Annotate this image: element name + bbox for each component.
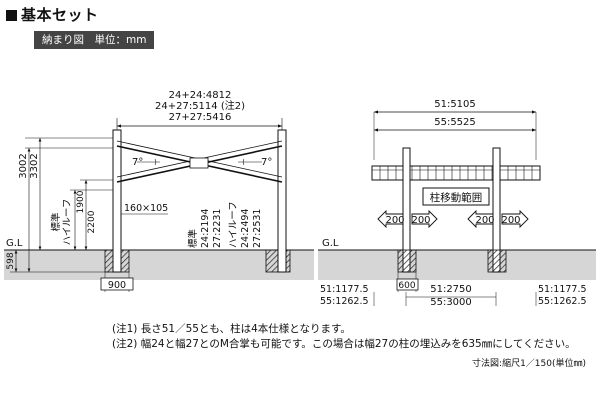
dim-55-1262-left: 55:1262.5 <box>320 296 369 307</box>
height-3302: 3302 <box>29 153 40 178</box>
base-600: 600 <box>398 281 415 291</box>
angle-right: 7° <box>261 157 272 168</box>
embed-598: 598 <box>6 252 16 269</box>
move-arrow-2 <box>411 209 438 229</box>
foundation-side-right <box>487 249 507 273</box>
dim-24-2194: 24:2194 <box>200 209 211 248</box>
label-high-roof: ハイルーフ <box>62 199 73 246</box>
move-arrow-4 <box>501 209 529 229</box>
dim-55-1262-right: 55:1262.5 <box>538 296 587 307</box>
post-size-label: 160×105 <box>124 203 168 214</box>
base-900-box <box>100 277 134 291</box>
post-right <box>277 129 287 273</box>
base-600-box <box>396 278 419 291</box>
center-joint <box>189 157 209 169</box>
post-left <box>112 129 122 273</box>
move-200-1: 200 <box>385 215 404 226</box>
dim-27-2231: 27:2231 <box>212 209 223 248</box>
move-arrow-3 <box>467 209 494 229</box>
note-2: (注2) 幅24と幅27とのM合掌も可能です。この場合は幅27の柱の埋込みを63… <box>112 338 576 350</box>
dim-55-3000: 55:3000 <box>430 297 472 308</box>
side-view: G.L 51:5105 55:5525 柱 <box>318 99 596 308</box>
movable-range-box <box>422 187 490 206</box>
page-title: 基本セット <box>6 4 99 25</box>
angle-left: 7° <box>132 157 143 168</box>
width-dim-5114: 24+27:5114 (注2) <box>155 99 245 112</box>
move-200-4: 200 <box>501 215 520 226</box>
notes: (注1) 長さ51／55とも、柱は4本仕様となります。 (注2) 幅24と幅27… <box>112 322 576 352</box>
move-200-2: 200 <box>411 215 430 226</box>
dim-2200: 2200 <box>87 210 97 233</box>
label-high-roof-center: ハイルーフ <box>228 201 239 248</box>
ground-left <box>4 250 314 280</box>
dim-24-2494: 24:2494 <box>240 209 251 248</box>
dim-27-2531: 27:2531 <box>252 209 263 248</box>
label-standard-center: 標準 <box>187 228 199 248</box>
dim-51-1177-right: 51:1177.5 <box>538 284 587 295</box>
dim-1900: 1900 <box>76 190 86 213</box>
move-arrow-1 <box>377 209 404 229</box>
units-badge: 納まり図 単位：mm <box>34 31 155 49</box>
scale-note: 寸法図:縮尺1／150(単位㎜) <box>472 359 586 369</box>
note-1: (注1) 長さ51／55とも、柱は4本仕様となります。 <box>112 323 351 335</box>
dim-51-1177-left: 51:1177.5 <box>320 284 369 295</box>
height-3002: 3002 <box>18 153 29 178</box>
foundation-side-left <box>397 249 417 273</box>
gl-label-right: G.L <box>322 238 339 249</box>
ground-right <box>318 250 596 280</box>
base-900: 900 <box>108 280 126 291</box>
dim-51-2750: 51:2750 <box>430 284 472 295</box>
movable-range-label: 柱移動範囲 <box>430 191 483 204</box>
width-dim-4812: 24+24:4812 <box>169 90 232 101</box>
title-square-icon <box>6 10 17 21</box>
front-view: G.L 24+24:4812 24+27:5114 (注2) 27+27:541… <box>4 90 314 292</box>
width-dim-5416: 27+27:5416 <box>169 112 232 123</box>
width-dim-5525: 55:5525 <box>434 117 476 128</box>
label-standard: 標準 <box>50 212 62 232</box>
move-200-3: 200 <box>475 215 494 226</box>
width-dim-5105: 51:5105 <box>434 99 476 110</box>
gl-label-left: G.L <box>6 238 23 249</box>
roof-panel <box>371 165 541 181</box>
